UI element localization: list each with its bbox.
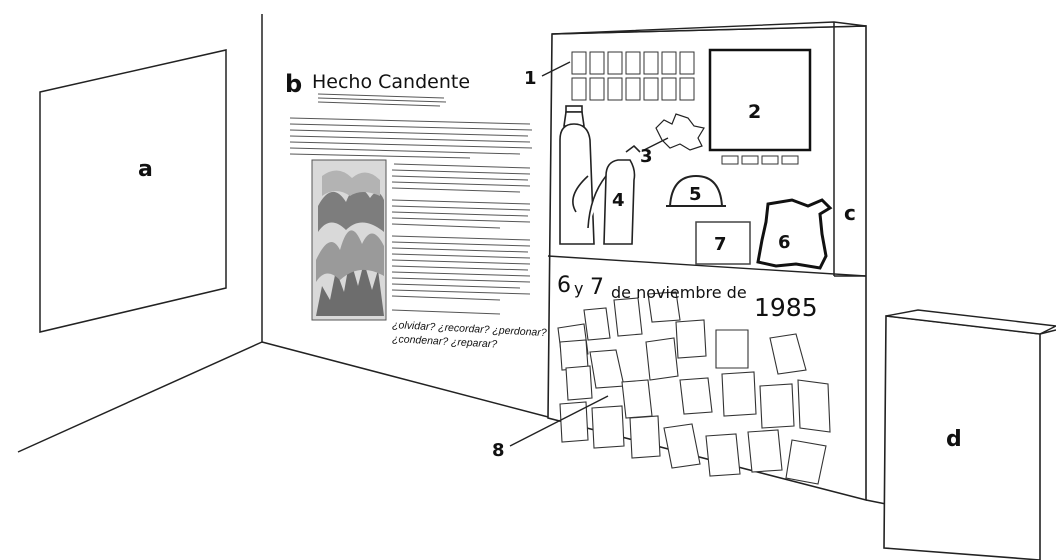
label-5: 5 bbox=[689, 184, 702, 205]
display-panel-c bbox=[548, 22, 866, 500]
frame-a bbox=[40, 50, 226, 332]
label-a: a bbox=[138, 157, 153, 182]
label-4: 4 bbox=[612, 190, 625, 211]
poster-photo bbox=[312, 160, 386, 320]
label-1: 1 bbox=[524, 68, 537, 89]
label-7: 7 bbox=[714, 234, 727, 255]
poster-b bbox=[290, 94, 532, 320]
poster-title: Hecho Candente bbox=[312, 71, 470, 93]
label-c: c bbox=[844, 201, 856, 225]
label-b: b bbox=[285, 70, 302, 98]
label-2: 2 bbox=[748, 101, 761, 123]
map-6 bbox=[758, 200, 830, 268]
date-year: 1985 bbox=[754, 293, 818, 322]
label-6: 6 bbox=[778, 232, 791, 253]
date-day-2: 7 bbox=[590, 275, 604, 300]
date-month-text: de noviembre de bbox=[611, 283, 747, 302]
date-conjunction: y bbox=[574, 279, 583, 298]
label-8: 8 bbox=[492, 440, 505, 461]
stand-d bbox=[884, 310, 1056, 560]
label-d: d bbox=[946, 427, 962, 452]
date-day-1: 6 bbox=[557, 273, 571, 298]
label-3: 3 bbox=[640, 146, 653, 167]
